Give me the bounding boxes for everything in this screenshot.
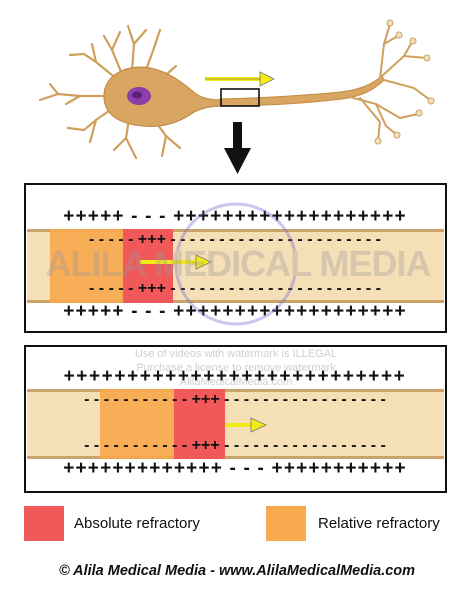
watermark: ALILA MEDICAL MEDIA Use of videos with w… (46, 202, 432, 388)
absolute-refractory-zone (174, 389, 225, 459)
neuron-signal-arrow (205, 71, 275, 87)
relative-refractory-zone (100, 389, 174, 459)
signal-arrow (140, 254, 212, 270)
watermark-logo-text: ALILA MEDICAL MEDIA (46, 243, 432, 284)
charge-row-outer-top: +++++ - - - +++++++++++++++++++ (63, 206, 407, 227)
watermark-line-1: Use of videos with watermark is ILLEGAL (135, 348, 337, 360)
absolute-refractory-label: Absolute refractory (74, 515, 200, 532)
copyright-footer: © Alila Medical Media - www.AlilaMedical… (58, 563, 416, 579)
relative-refractory-swatch (266, 506, 306, 541)
charge-row-outer-bottom: +++++ - - - +++++++++++++++++++ (63, 301, 407, 322)
charge-row-inner-bottom: - - - - - - - - - - - +++ - - - - - - - … (84, 437, 386, 454)
axon-terminals (345, 23, 431, 141)
charge-row-outer-top: +++++++++++++++++++++++++++ (64, 366, 407, 387)
relative-refractory-zone (50, 229, 123, 303)
watermark-line-3: AlilaMedicalMedia.com (180, 376, 293, 388)
watermark-logo-ring (174, 202, 298, 326)
watermark-line-2: Purchase a license to remove watermark (136, 362, 336, 374)
panel-1: +++++ - - - +++++++++++++++++++ - - - - … (24, 183, 447, 333)
charge-row-inner-top: - - - - - +++ - - - - - - - - - - - - - … (89, 231, 381, 248)
panel-2: +++++++++++++++++++++++++++ - - - - - - … (24, 345, 447, 493)
absolute-refractory-zone (123, 229, 173, 303)
absolute-refractory-swatch (24, 506, 64, 541)
neuron-illustration (38, 19, 435, 160)
cell-body (103, 66, 223, 127)
charge-row-outer-bottom: +++++++++++++ - - - +++++++++++ (63, 458, 407, 479)
charge-row-inner-top: - - - - - - - - - - - +++ - - - - - - - … (84, 391, 386, 408)
signal-arrow (226, 417, 267, 433)
zoom-box (220, 88, 260, 107)
charge-row-inner-bottom: - - - - - +++ - - - - - - - - - - - - - … (89, 280, 381, 297)
relative-refractory-label: Relative refractory (318, 515, 440, 532)
zoom-down-arrow (224, 122, 251, 174)
nucleolus (132, 91, 142, 99)
